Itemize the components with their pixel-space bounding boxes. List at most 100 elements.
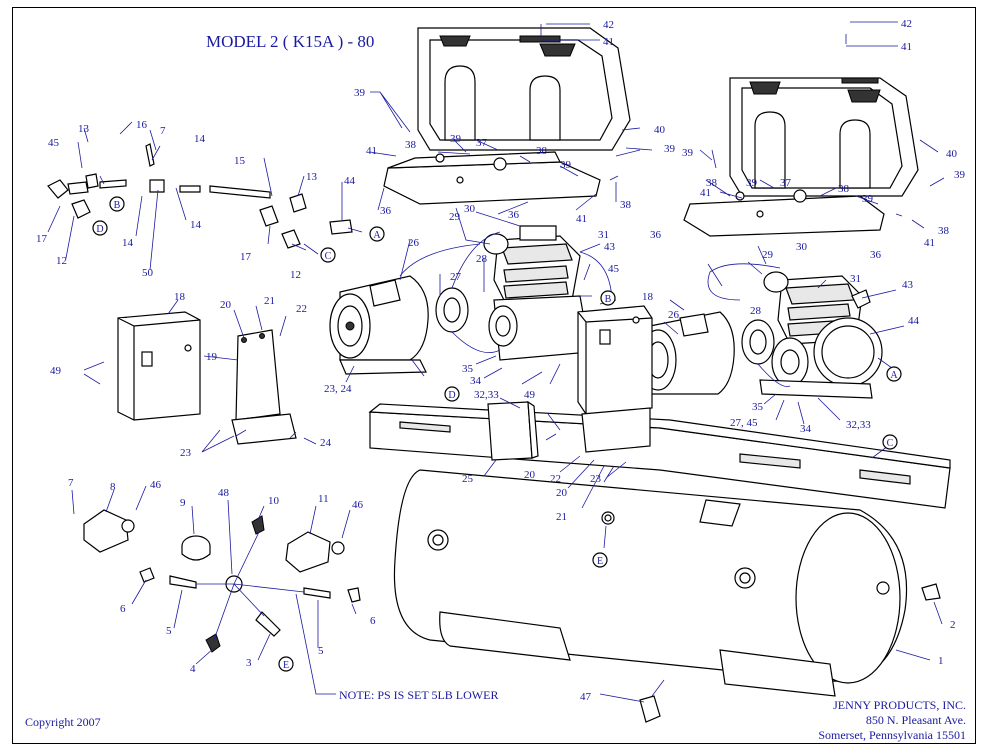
callout: 2 <box>950 619 956 631</box>
callout: 41 <box>576 213 587 225</box>
callout: 45 <box>48 137 60 149</box>
callout: 46 <box>150 479 162 491</box>
callout: 46 <box>352 499 364 511</box>
callout: 31 <box>850 273 861 285</box>
diagram-title: MODEL 2 ( K15A ) - 80 <box>206 32 375 51</box>
callout: 30 <box>796 241 808 253</box>
pulley-left <box>435 287 469 333</box>
callout: 23 <box>180 447 192 459</box>
callout: 39 <box>450 133 462 145</box>
callout: 36 <box>508 209 520 221</box>
motor-left <box>329 275 429 375</box>
callout: 13 <box>78 123 90 135</box>
callout: 35 <box>752 401 764 413</box>
pressure-switch-8 <box>83 509 135 553</box>
callout: 22 <box>550 473 561 485</box>
compressor-pump-left <box>483 225 591 361</box>
callout: 38 <box>536 145 548 157</box>
callout: 41 <box>700 187 711 199</box>
callout: 26 <box>668 309 680 321</box>
callout: 39 <box>560 159 572 171</box>
callout: 39 <box>862 193 874 205</box>
callout: 41 <box>603 36 614 48</box>
callout: 17 <box>240 251 252 263</box>
callout: 8 <box>110 481 116 493</box>
belt-left <box>451 231 501 354</box>
guard-bracket-right <box>683 189 885 237</box>
belt-guard-left <box>417 27 631 151</box>
callout: 49 <box>50 365 62 377</box>
callout: 22 <box>296 303 307 315</box>
gauge-cap-9 <box>181 535 211 561</box>
callout: 12 <box>56 255 67 267</box>
callout: 48 <box>218 487 230 499</box>
callout: 42 <box>901 18 912 30</box>
elbow-43 <box>851 289 871 309</box>
callout: 21 <box>264 295 275 307</box>
callout: 39 <box>682 147 694 159</box>
callout: 13 <box>306 171 318 183</box>
callout: 35 <box>462 363 474 375</box>
callout: 28 <box>476 253 488 265</box>
callout: 27, 45 <box>730 417 758 429</box>
callout: 17 <box>36 233 48 245</box>
callout-labels: 42 41 42 41 39 40 40 38 39 37 38 39 39 4… <box>36 18 966 703</box>
callout: 38 <box>620 199 632 211</box>
drain-valve-47 <box>639 679 665 723</box>
ref-D-right: D <box>448 390 455 401</box>
ref-B-right: B <box>605 294 612 305</box>
callout: 5 <box>318 645 324 657</box>
callout: 50 <box>142 267 154 279</box>
mounting-plate-19 <box>231 329 297 445</box>
callout: 49 <box>524 389 536 401</box>
callout: 39 <box>954 169 966 181</box>
pulley-right <box>741 319 775 365</box>
callout: 18 <box>642 291 654 303</box>
ref-A-left: A <box>373 230 381 241</box>
air-tank <box>393 469 908 697</box>
leader-lines <box>47 21 945 703</box>
callout: 39 <box>746 177 758 189</box>
callout: 6 <box>120 603 126 615</box>
callout: 36 <box>870 249 882 261</box>
ref-C-right: C <box>887 438 894 449</box>
callout: 39 <box>664 143 676 155</box>
motor-right <box>639 311 735 395</box>
callout: 38 <box>938 225 950 237</box>
control-box-platform <box>577 305 653 453</box>
control-box-18 <box>117 311 201 421</box>
callout: 15 <box>234 155 246 167</box>
callout: 36 <box>650 229 662 241</box>
callout: 45 <box>608 263 620 275</box>
callout: 42 <box>603 19 614 31</box>
callout: 12 <box>290 269 301 281</box>
callout: 44 <box>908 315 920 327</box>
callout: 6 <box>370 615 376 627</box>
callout: 27 <box>450 271 462 283</box>
callout: 1 <box>938 655 944 667</box>
callout: 20 <box>524 469 536 481</box>
ref-E-left: E <box>283 660 289 671</box>
callout: 41 <box>924 237 935 249</box>
belt-right <box>707 263 791 387</box>
callout: 10 <box>268 495 280 507</box>
pressure-switch-11 <box>285 531 345 573</box>
ref-E-right: E <box>597 556 603 567</box>
panel-bracket-25 <box>487 400 539 461</box>
callout: 26 <box>408 237 420 249</box>
pressure-switch-note: NOTE: PS IS SET 5LB LOWER <box>339 688 499 702</box>
callout: 43 <box>604 241 616 253</box>
ref-D-left: D <box>96 224 103 235</box>
callout: 19 <box>206 351 218 363</box>
callout: 30 <box>464 203 476 215</box>
belt-guard-right <box>729 77 919 197</box>
callout: 32,33 <box>846 419 871 431</box>
ref-B-left: B <box>114 200 121 211</box>
company-city: Somerset, Pennsylvania 15501 <box>818 728 966 742</box>
callout: 28 <box>750 305 762 317</box>
callout: 16 <box>136 119 148 131</box>
ref-A-right: A <box>890 370 898 381</box>
fitting-E <box>601 511 615 525</box>
callout: 31 <box>598 229 609 241</box>
